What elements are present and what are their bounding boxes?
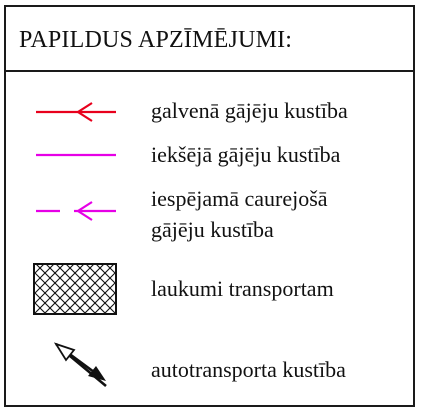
legend-label-vehicle-traffic: autotransporta kustība [151,357,346,382]
magenta-dashed-arrow-icon [36,201,116,221]
magenta-line-icon [36,153,116,157]
legend-title: PAPILDUS APZĪMĒJUMI: [19,27,293,53]
legend-header: PAPILDUS APZĪMĒJUMI: [6,7,413,72]
legend-label-main-pedestrian: galvenā gājēju kustība [151,98,348,123]
legend-label-through-pedestrian-line1: iespējamā caurejošā [151,186,328,211]
crosshatch-square-icon [33,263,117,315]
legend-label-internal-pedestrian: iekšējā gājēju kustība [151,142,341,167]
two-way-traffic-arrows-icon [53,342,107,387]
red-arrow-line-icon [36,102,116,122]
legend-label-transport-areas: laukumi transportam [151,276,334,301]
legend-box: PAPILDUS APZĪMĒJUMI: [4,5,415,407]
legend-label-through-pedestrian-line2: gājēju kustība [151,217,274,242]
